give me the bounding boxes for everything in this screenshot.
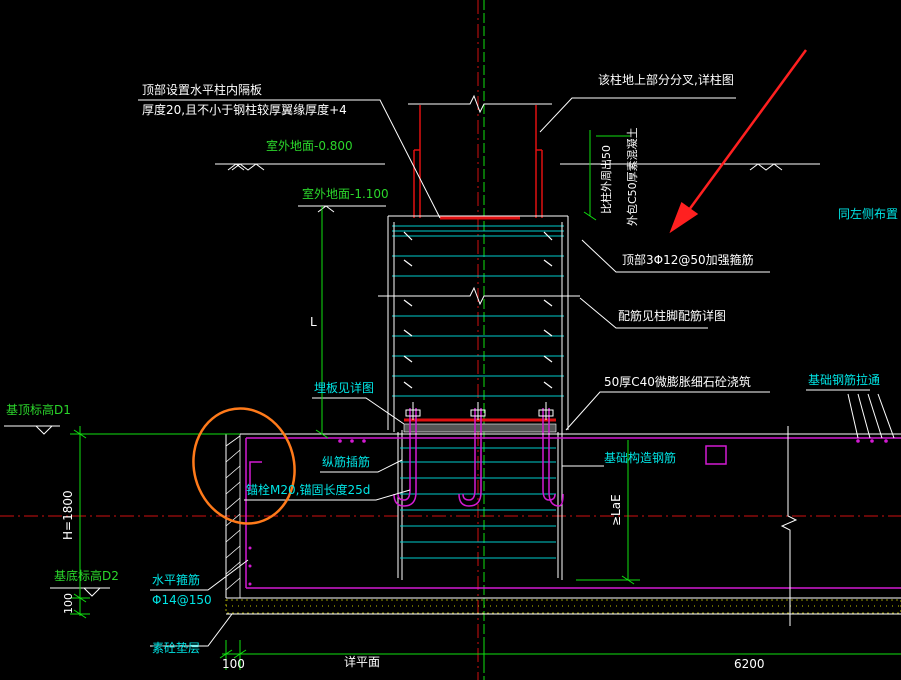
label-horizontal-stirrup-spec: Φ14@150 (152, 593, 212, 607)
label-grout-layer: 50厚C40微膨胀细石砼浇筑 (604, 374, 751, 389)
label-rebar-detail: 配筋见柱脚配筋详图 (618, 308, 726, 323)
pedestal-stirrups (392, 225, 564, 559)
label-embed-plate: 埋板见详图 (314, 380, 374, 395)
label-outdoor-ground-2: 室外地面-1.100 (302, 186, 389, 201)
dimension-lines (70, 130, 901, 670)
column-break (408, 94, 552, 114)
label-top-stirrup: 顶部3Φ12@50加强箍筋 (622, 252, 754, 267)
pedestal-break (378, 286, 580, 306)
label-dim-100-horizontal: 100 (222, 657, 245, 671)
label-foundation-top: 基顶标高D1 (6, 402, 71, 417)
label-same-left: 同左侧布置 (838, 206, 898, 221)
foundation-rebar (245, 437, 901, 589)
label-anchor-bolt: 锚栓M20,锚固长度25d (246, 482, 370, 497)
bolt-nuts (405, 402, 554, 420)
label-concrete-outer: 外包C50厚素混凝土 (625, 127, 639, 226)
label-partition-title: 顶部设置水平柱内隔板 (142, 82, 262, 97)
label-outdoor-ground-1: 室外地面-0.800 (266, 138, 353, 153)
label-anchor-length: ≥LaE (609, 494, 623, 526)
label-foundation-rebar-tie: 基础钢筋拉通 (808, 372, 880, 387)
lean-concrete (225, 599, 901, 614)
red-arrow-annotation (669, 49, 808, 234)
label-length-L: L (310, 315, 317, 329)
label-height-dim: H=1800 (61, 490, 75, 540)
label-plan: 详平面 (344, 654, 380, 669)
label-horizontal-stirrup: 水平箍筋 (152, 572, 200, 587)
leader-lines (138, 97, 895, 647)
anchor-bolts (393, 408, 564, 507)
steel-column (413, 105, 543, 220)
pedestal-rebar-ticks (403, 231, 553, 389)
foundation-break (780, 426, 798, 626)
label-dim-100-vertical: 100 (62, 593, 75, 614)
side-hatch (225, 434, 241, 598)
label-anchor-rebar: 纵筋插筋 (322, 454, 370, 469)
pedestal (387, 215, 569, 580)
label-column-above: 该柱地上部分分叉,详柱图 (598, 72, 734, 87)
label-lean-concrete: 素砼垫层 (152, 640, 200, 655)
ground-line-upper (215, 163, 820, 171)
label-foundation-bottom: 基底标高D2 (54, 568, 119, 583)
orange-circle-annotation (192, 407, 296, 525)
rebar-dots (248, 439, 888, 586)
grout-layer (403, 423, 557, 433)
label-concrete-side: 比柱外周出50 (599, 145, 613, 214)
label-foundation-ring-rebar: 基础构造钢筋 (604, 450, 676, 465)
label-partition-thickness: 厚度20,且不小于钢柱较厚翼缘厚度+4 (142, 102, 347, 117)
label-dim-6200: 6200 (734, 657, 765, 671)
